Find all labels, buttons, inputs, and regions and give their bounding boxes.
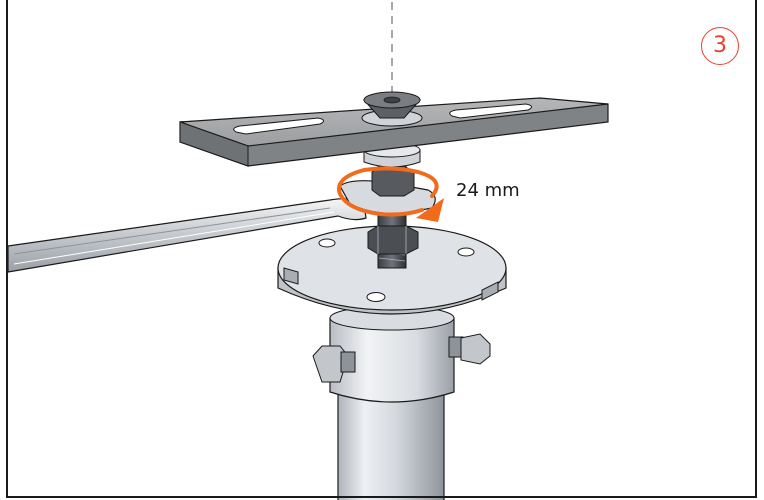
countersunk-screw bbox=[361, 91, 423, 127]
step-number: 3 bbox=[713, 33, 727, 58]
side-bolt-right bbox=[448, 333, 491, 365]
support-tube bbox=[329, 305, 455, 500]
base-flange bbox=[277, 225, 507, 315]
lower-nut bbox=[367, 225, 419, 255]
rotation-arrow-icon bbox=[337, 166, 444, 222]
step-badge: 3 bbox=[701, 27, 739, 65]
wrench-size-label: 24 mm bbox=[456, 180, 520, 201]
side-bolt-left bbox=[312, 345, 356, 383]
